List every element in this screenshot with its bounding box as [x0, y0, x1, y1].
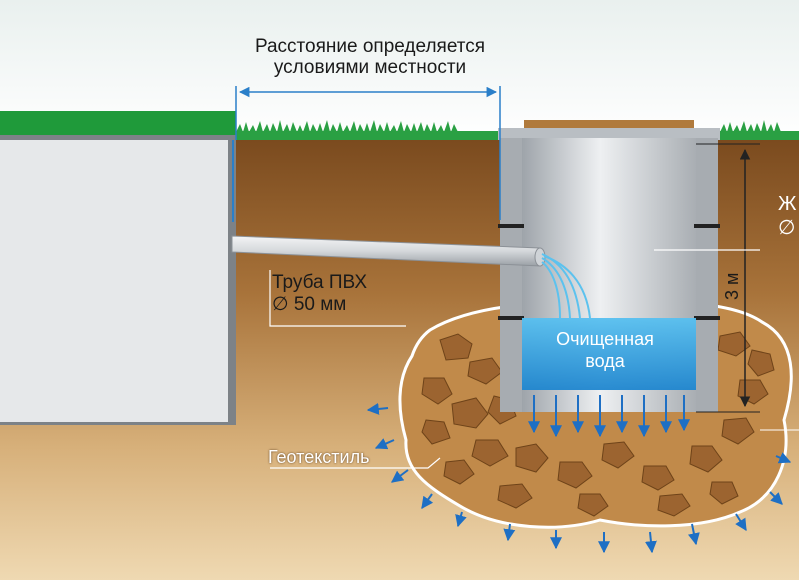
- pipe-label: Труба ПВХ ∅ 50 мм: [272, 272, 367, 316]
- distance-label-line2: условиями местности: [273, 57, 467, 78]
- pipe-name-label: Труба ПВХ: [272, 272, 368, 293]
- seepage-arrows: [528, 395, 690, 438]
- distance-label-line1: Расстояние определяется: [254, 36, 486, 57]
- dispersal-arrows: [366, 402, 792, 554]
- depth-dimension: [696, 143, 799, 431]
- label-leaders: [269, 249, 760, 469]
- water-label-line1: Очищенная: [556, 329, 654, 349]
- septic-tank: [0, 135, 236, 425]
- cleaned-water: [522, 318, 696, 390]
- cleaned-water-label: Очищенная вода: [520, 328, 690, 372]
- pipe-diameter-label: ∅ 50 мм: [272, 294, 347, 315]
- distance-dimension: [235, 86, 501, 220]
- water-stream: [541, 253, 591, 319]
- cut-right-label: Ж ∅: [778, 192, 796, 240]
- cut-right-line1: Ж: [778, 193, 797, 215]
- water-label-line2: вода: [585, 351, 625, 371]
- cut-right-line2: ∅: [778, 217, 796, 239]
- distance-label: Расстояние определяется условиями местно…: [200, 36, 540, 78]
- geotextile-label: Геотекстиль: [268, 447, 370, 467]
- depth-label: 3 м: [722, 272, 742, 300]
